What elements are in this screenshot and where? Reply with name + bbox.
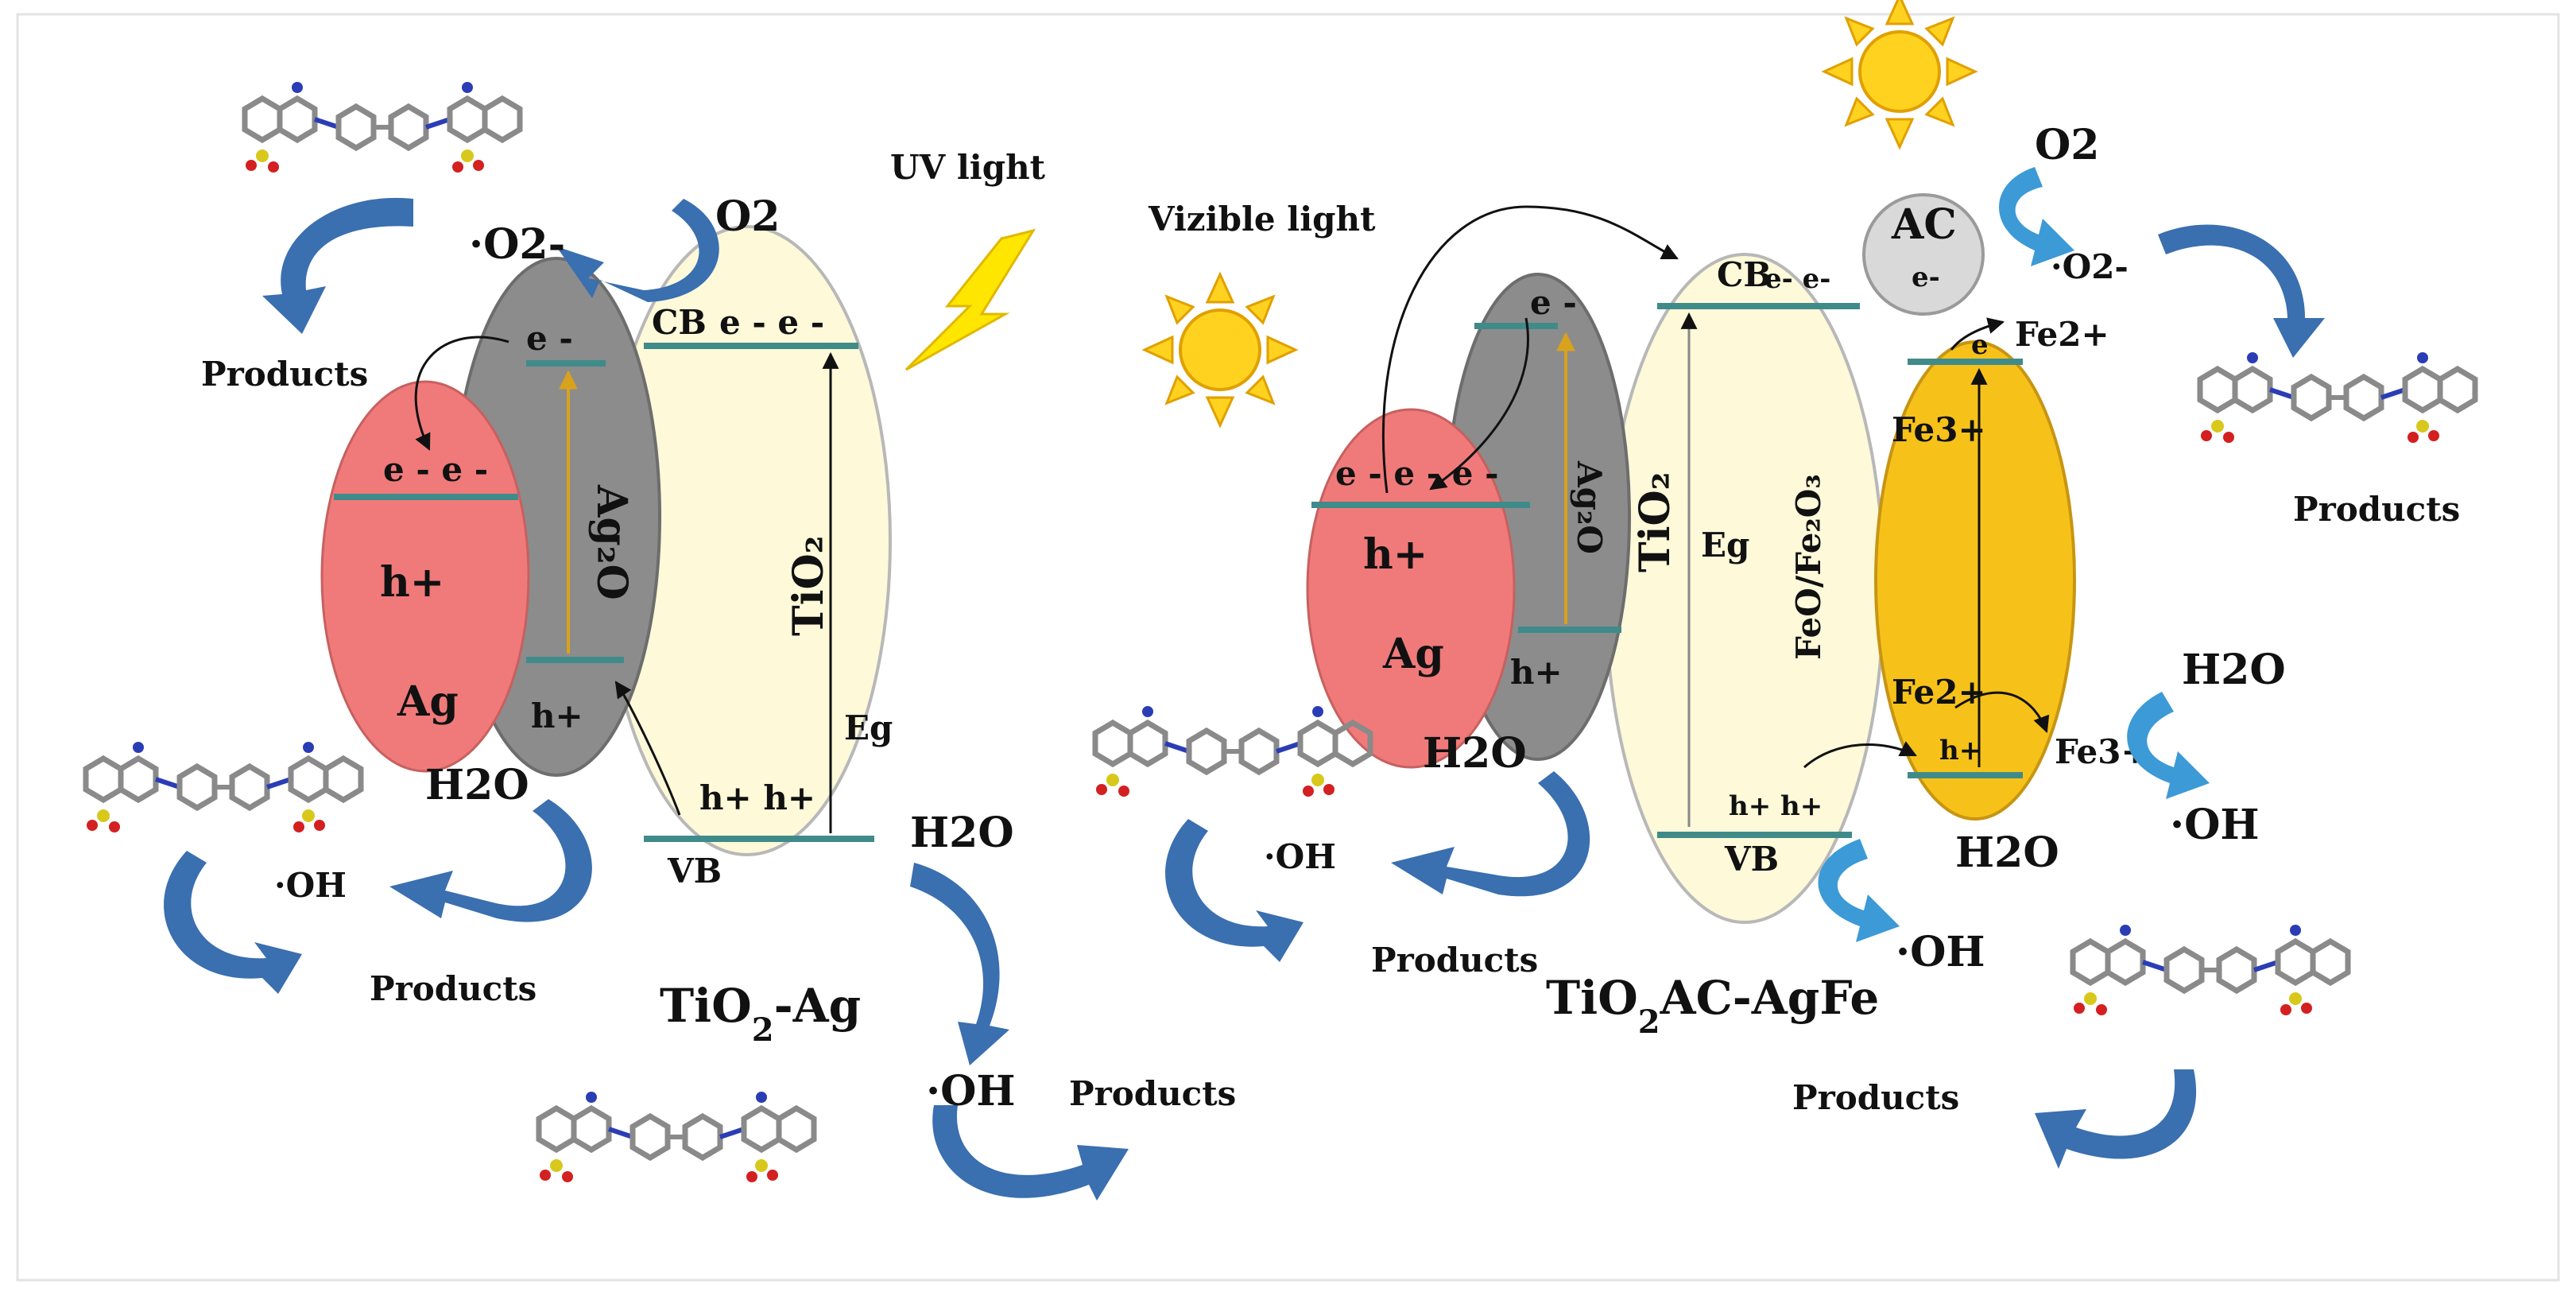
right-fe3-in: Fe3+	[1892, 410, 1986, 449]
right-o2: O2	[2035, 121, 2099, 169]
uv-lightning-icon	[905, 228, 1036, 371]
left-products-bottom: Products	[1069, 1074, 1236, 1113]
left-tio2-label: TiO₂	[784, 535, 833, 636]
left-hole-transfer-arrow	[614, 681, 681, 816]
left-ag2o-hole: h+	[531, 697, 583, 735]
right-bottom-cycle-arrow-2	[1165, 819, 1303, 962]
right-o2-arrow	[1999, 167, 2074, 266]
left-ag2o-label: Ag₂O	[587, 484, 636, 600]
left-o2: O2	[715, 192, 780, 241]
right-vb-label: VB	[1724, 840, 1779, 879]
left-vb-holes: h+ h+	[699, 778, 815, 817]
right-title: TiO2AC-AgFe	[1546, 971, 1879, 1041]
right-ag-hole: h+	[1363, 530, 1427, 579]
right-products-top: Products	[2293, 490, 2460, 529]
right-fe2-in: Fe2+	[1892, 673, 1986, 712]
left-products-top: Products	[201, 355, 368, 394]
right-products-bottom: Products	[1792, 1078, 1959, 1117]
left-h2o-a: H2O	[425, 761, 529, 809]
right-ag-label: Ag	[1382, 630, 1444, 678]
left-cb-electrons: e - e -	[719, 303, 824, 342]
left-cb-label: CB	[652, 303, 707, 342]
left-far-cycle-arrow-2	[932, 1105, 1129, 1201]
right-bottom-cycle-arrow-1	[1391, 771, 1590, 897]
left-h2o-b: H2O	[910, 809, 1014, 857]
right-fe-hole: h+	[1939, 735, 1981, 766]
right-ag-particle	[1306, 408, 1516, 769]
right-vb-holes: h+ h+	[1729, 790, 1823, 822]
right-ac-label: AC	[1891, 200, 1957, 249]
right-ac-particle	[1862, 193, 1985, 316]
right-fe2-arrow	[1950, 317, 2005, 351]
right-fe-redox-arrow	[1954, 691, 2050, 733]
left-bottom-cycle-arrow-2	[164, 851, 302, 994]
right-products-mid: Products	[1371, 941, 1538, 980]
right-bottom-cycle-arrow	[2035, 1069, 2197, 1169]
right-h2o-c: H2O	[2182, 646, 2286, 694]
right-h2o-b: H2O	[1955, 828, 2059, 877]
right-fe2-out: Fe2+	[2015, 315, 2109, 354]
left-oh-b: ·OH	[926, 1067, 1016, 1116]
left-ag-particle	[320, 380, 530, 773]
visible-light-label: Vizible light	[1148, 200, 1376, 239]
right-h2o-a: H2O	[1423, 729, 1527, 778]
left-products-mid: Products	[370, 969, 537, 1008]
left-top-cycle-arrow-1	[262, 197, 413, 334]
uv-light-label: UV light	[890, 148, 1046, 187]
right-cb-electrons: e- e-	[1764, 263, 1830, 295]
right-feo-particle	[1874, 340, 2076, 821]
right-system: Vizible light CB e- e- VB Eg TiO₂ Ag₂O F…	[1095, 0, 2475, 1169]
right-hole-transfer-arrow	[1803, 741, 1917, 769]
right-light-electron-arrow	[1381, 205, 1679, 494]
right-h2o-b-arrow	[1818, 839, 1900, 942]
left-ag-label: Ag	[397, 677, 459, 726]
right-ag2o-hole: h+	[1510, 653, 1563, 692]
right-cb-label: CB	[1717, 255, 1772, 294]
right-superoxide: ·O2-	[2051, 247, 2129, 286]
right-oh-c: ·OH	[2170, 801, 2260, 849]
right-h2o-c-arrow	[2127, 692, 2210, 799]
left-vb-label: VB	[667, 852, 722, 891]
right-fe-electron: e	[1971, 329, 1989, 361]
sun-icon-top	[1823, 0, 1977, 149]
right-oh-a: ·OH	[1264, 837, 1336, 876]
left-system: CB e - e - VB Eg TiO₂ Ag₂O Ag e - e - e …	[86, 82, 1236, 1201]
left-ag-electrons: e - e -	[383, 450, 488, 489]
left-ag2o-electron: e -	[526, 319, 573, 358]
left-far-cycle-arrow-1	[910, 863, 1009, 1065]
left-electron-transfer-arrow	[414, 336, 509, 451]
left-oh-a: ·OH	[274, 866, 347, 905]
right-eg-label: Eg	[1701, 526, 1749, 565]
right-top-cycle-arrow	[2158, 224, 2325, 358]
right-ag2o-label: Ag₂O	[1570, 460, 1609, 554]
right-tio2-label: TiO₂	[1631, 471, 1679, 572]
right-tio2-particle	[1604, 253, 1885, 924]
right-electron-transfer-arrow	[1429, 317, 1529, 491]
sun-icon-left	[1143, 273, 1297, 427]
left-bottom-cycle-arrow-1	[389, 799, 592, 922]
left-title: TiO2-Ag	[660, 979, 861, 1049]
right-fe-label: FeO/Fe₂O₃	[1789, 474, 1828, 660]
right-ac-electron: e-	[1912, 262, 1940, 293]
right-oh-b: ·OH	[1896, 928, 1985, 976]
right-ag2o-electron: e -	[1530, 283, 1577, 322]
left-eg-label: Eg	[844, 708, 893, 747]
left-ag-hole: h+	[380, 558, 444, 607]
right-ag-electrons: e - e - e -	[1335, 454, 1499, 493]
left-superoxide: ·O2-	[469, 220, 565, 269]
